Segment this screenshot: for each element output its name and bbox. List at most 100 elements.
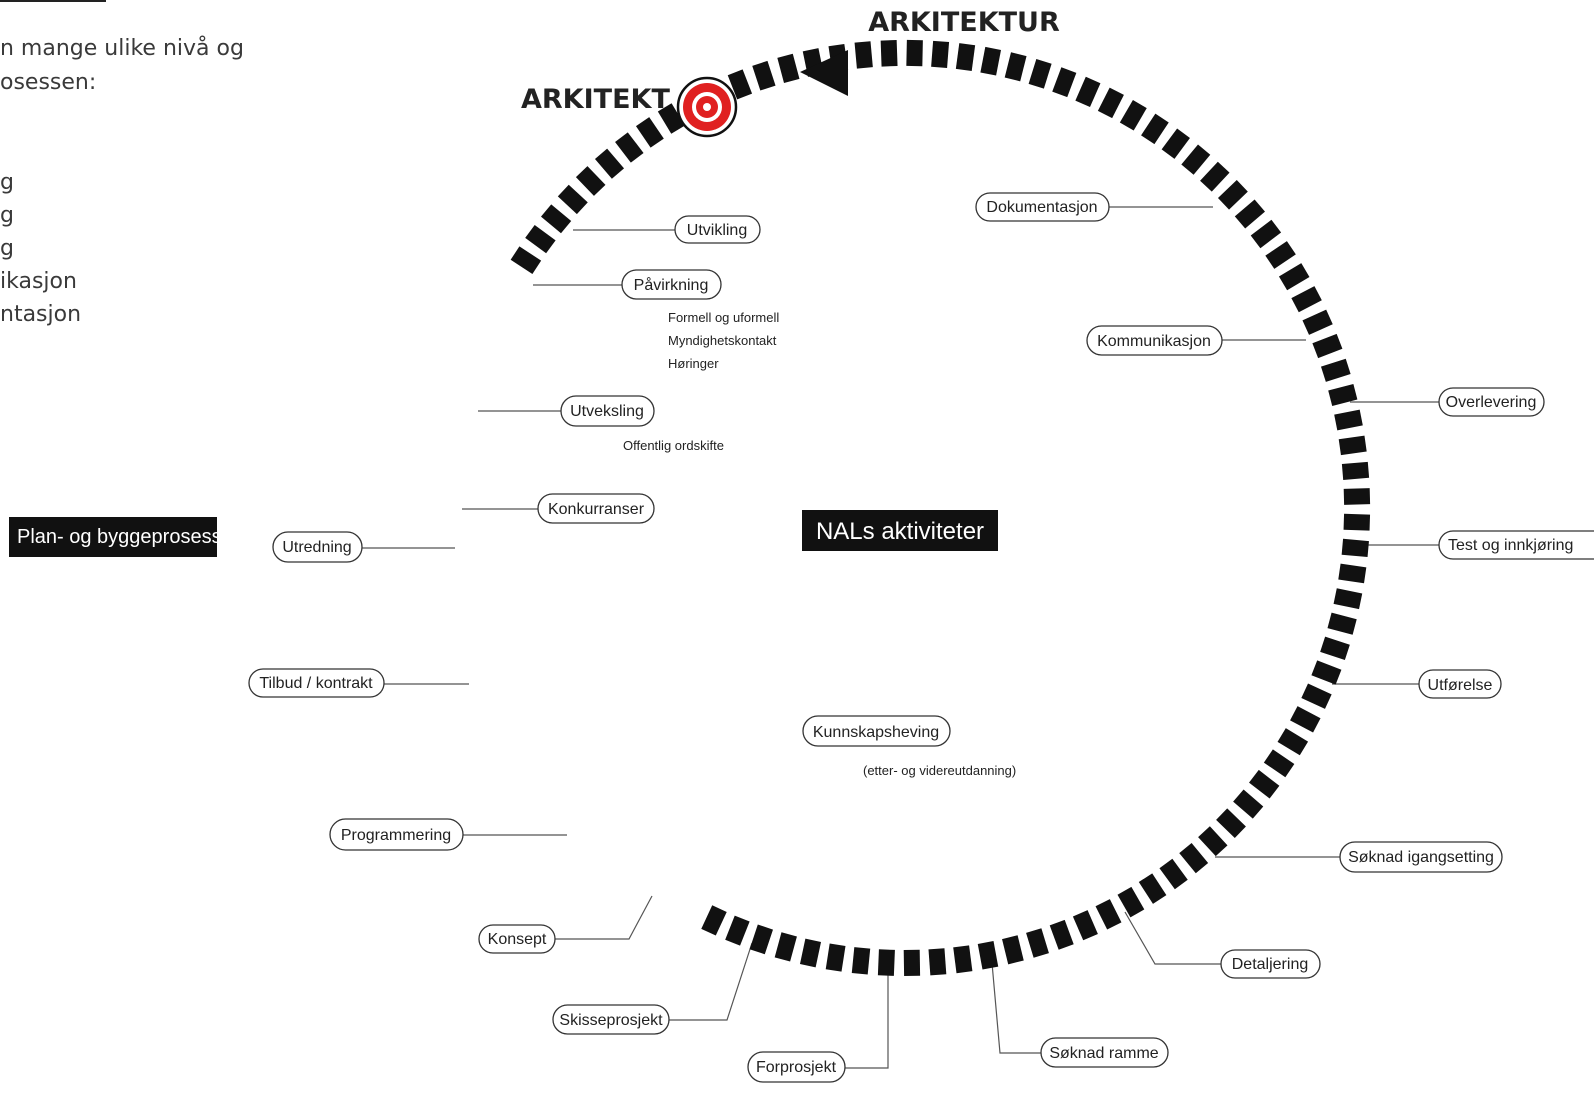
connector-line <box>669 942 753 1021</box>
ring-dash <box>725 915 750 946</box>
ring-dash <box>955 43 976 72</box>
connector-line <box>845 970 889 1069</box>
ring-dash <box>1049 919 1074 950</box>
ring-dash <box>1265 241 1296 269</box>
phase-pill-utforelse: Utførelse <box>1418 669 1502 699</box>
ring-dash <box>510 246 542 275</box>
phase-pill-programmering: Programmering <box>329 818 464 851</box>
phase-pill-kommunikasjon: Kommunikasjon <box>1086 325 1223 356</box>
activity-label: Utveksling <box>570 403 644 420</box>
phase-pill-konsept: Konsept <box>478 924 556 954</box>
ring-dash <box>1052 67 1077 98</box>
phase-pill-overlevering: Overlevering <box>1438 387 1545 417</box>
center-label: NALs aktiviteter <box>816 518 984 545</box>
cycle-arrow-icon <box>800 50 848 96</box>
ring-dash <box>1159 858 1188 890</box>
ring-dash <box>1341 461 1370 480</box>
phase-label: Tilbud / kontrakt <box>259 675 373 692</box>
ring-dash <box>1263 749 1295 778</box>
activity-note: Høringer <box>668 356 719 371</box>
ring-dash <box>1216 808 1246 838</box>
ring-dash <box>1343 513 1371 531</box>
ring-dash <box>854 41 873 69</box>
activity-pill-pavirkning: Påvirkning <box>621 269 722 300</box>
phase-label: Overlevering <box>1446 394 1537 411</box>
ring-dash <box>980 46 1002 76</box>
ring-dash <box>749 924 773 955</box>
activity-pill-utvikling: Utvikling <box>674 215 761 244</box>
phase-label: Dokumentasjon <box>986 199 1097 216</box>
intro-text-line-2: osessen: <box>0 70 97 95</box>
architect-heading: ARKITEKT <box>521 84 670 115</box>
activity-label: Påvirkning <box>634 276 709 294</box>
ring-dash <box>1097 87 1124 119</box>
ring-dash <box>701 905 727 936</box>
ring-dash <box>1341 538 1369 558</box>
ring-dash <box>557 184 588 215</box>
phase-label: Utredning <box>282 539 351 556</box>
ring-dash <box>525 224 556 254</box>
activity-note: Formell og uformell <box>668 310 779 325</box>
ring-dash <box>1119 100 1147 131</box>
activity-note: (etter- og videreutdanning) <box>863 763 1016 778</box>
center-label-box <box>802 510 998 551</box>
ring-dash <box>953 945 973 974</box>
phase-label: Test og innkjøring <box>1448 537 1573 554</box>
list-fragment: g <box>0 203 14 228</box>
ring-dash <box>1138 873 1167 904</box>
ring-dash <box>1328 383 1358 407</box>
ring-dash <box>931 40 950 68</box>
phase-label: Kommunikasjon <box>1097 333 1211 350</box>
ring-dash <box>1141 113 1169 145</box>
connector-line <box>1124 911 1221 965</box>
phase-pill-detaljering: Detaljering <box>1220 949 1321 979</box>
activity-label: Kunnskapsheving <box>813 724 939 741</box>
ring-dash <box>1028 59 1052 89</box>
ring-dash <box>1290 706 1321 733</box>
phase-pill-forprosjekt: Forprosjekt <box>747 1051 846 1083</box>
phase-pill-soknad-igangsetting: Søknad igangsetting <box>1339 841 1503 873</box>
ring-dash <box>1343 488 1371 505</box>
phase-label: Utførelse <box>1428 677 1493 694</box>
phase-label: Søknad ramme <box>1049 1045 1158 1062</box>
ring-dash <box>635 117 664 148</box>
dashed-ring <box>510 39 1371 977</box>
phase-pill-utredning: Utredning <box>272 531 363 563</box>
ring-dash <box>877 949 895 976</box>
activity-label: Utvikling <box>687 222 747 239</box>
ring-dash <box>799 938 822 968</box>
phase-pill-test-og-innkjoring: Test og innkjøring <box>1438 530 1594 560</box>
ring-dash <box>1250 219 1282 249</box>
ring-dash <box>1249 769 1280 799</box>
phase-label: Skisseprosjekt <box>559 1012 663 1029</box>
ring-dash <box>1302 309 1333 335</box>
ring-dash <box>1004 52 1027 82</box>
ring-dash <box>880 40 898 67</box>
ring-dash <box>1200 161 1230 192</box>
ring-dash <box>977 941 999 970</box>
phase-pill-soknad-ramme: Søknad ramme <box>1040 1037 1169 1068</box>
ring-dash <box>1338 563 1367 584</box>
ring-dash <box>906 39 923 67</box>
phase-label: Søknad igangsetting <box>1348 849 1494 866</box>
phase-label: Konsept <box>488 931 547 948</box>
phase-pill-dokumentasjon: Dokumentasjon <box>975 192 1110 222</box>
ring-dash <box>1333 588 1363 610</box>
top-left-rule <box>0 0 106 2</box>
ring-dash <box>1072 910 1098 941</box>
ring-dash <box>774 932 797 962</box>
connector-line <box>555 895 653 940</box>
ring-dash <box>1278 263 1310 291</box>
ring-dash <box>1161 128 1190 159</box>
ring-dash <box>752 60 776 91</box>
ring-dash <box>1179 842 1209 874</box>
activity-label: Konkurranser <box>548 501 645 518</box>
list-fragment: ntasjon <box>0 302 82 327</box>
phase-label: Detaljering <box>1232 956 1308 973</box>
ring-dash <box>1234 199 1265 229</box>
activity-pill-kunnskapsheving: Kunnskapsheving <box>802 715 951 747</box>
ring-dash <box>1217 180 1248 210</box>
ring-dash <box>540 204 572 234</box>
ring-dash <box>777 53 800 84</box>
